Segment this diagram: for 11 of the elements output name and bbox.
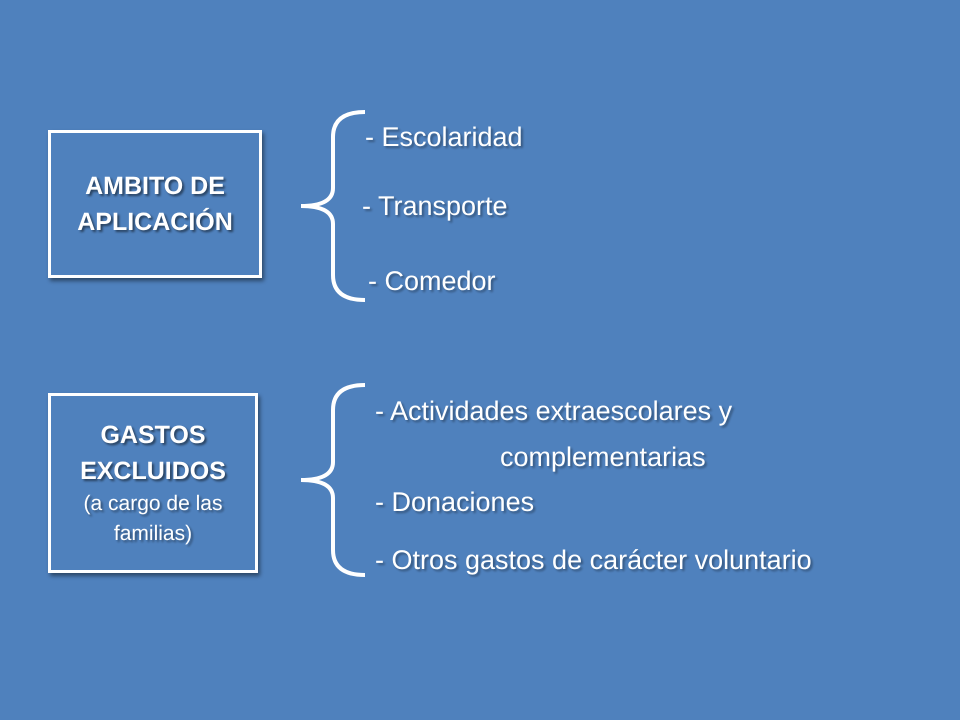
list-item: - Donaciones — [375, 486, 534, 519]
list-item: - Actividades extraescolares y complementarias — [375, 395, 734, 474]
box-heading: AMBITO DE APLICACIÓN — [76, 171, 234, 238]
text-box — [48, 130, 262, 278]
box-heading: GASTOS EXCLUIDOS — [79, 420, 227, 487]
text-box — [48, 393, 258, 573]
list-item: - Transporte — [362, 190, 508, 223]
list-item: - Otros gastos de carácter voluntario — [375, 544, 812, 577]
list-item: - Comedor — [368, 265, 496, 298]
list-item: - Escolaridad — [365, 121, 523, 154]
box-subtitle: (a cargo de las familias) — [82, 491, 224, 547]
